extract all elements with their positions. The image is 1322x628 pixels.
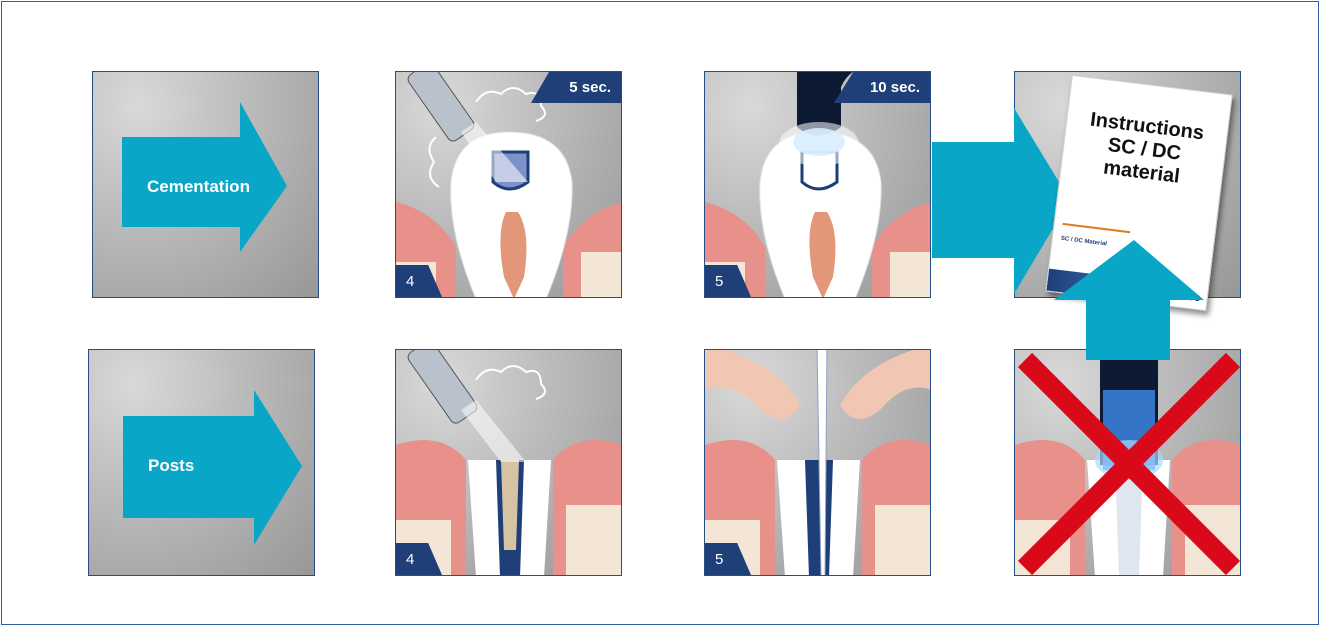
posts-step-4-panel: 4 [395,349,622,576]
tooth-crown [451,132,572,298]
booklet-divider [1063,223,1131,233]
root-canal [777,460,860,576]
posts-arrow-panel: Posts [88,349,315,576]
up-arrow-icon [1054,240,1214,360]
cementation-arrow-panel: Cementation [92,71,319,298]
cementation-label: Cementation [147,177,250,197]
booklet-title: Instructions SC / DC material [1071,107,1218,193]
right-arrow-icon [89,350,315,576]
root-canal [468,460,551,576]
cementation-step-5-panel: 10 sec. 5 [704,71,931,298]
no-light-curing-panel [1014,349,1241,576]
posts-label: Posts [148,456,194,476]
posts-step-5-panel: 5 [704,349,931,576]
cementation-step-4-panel: 5 sec. 4 [395,71,622,298]
